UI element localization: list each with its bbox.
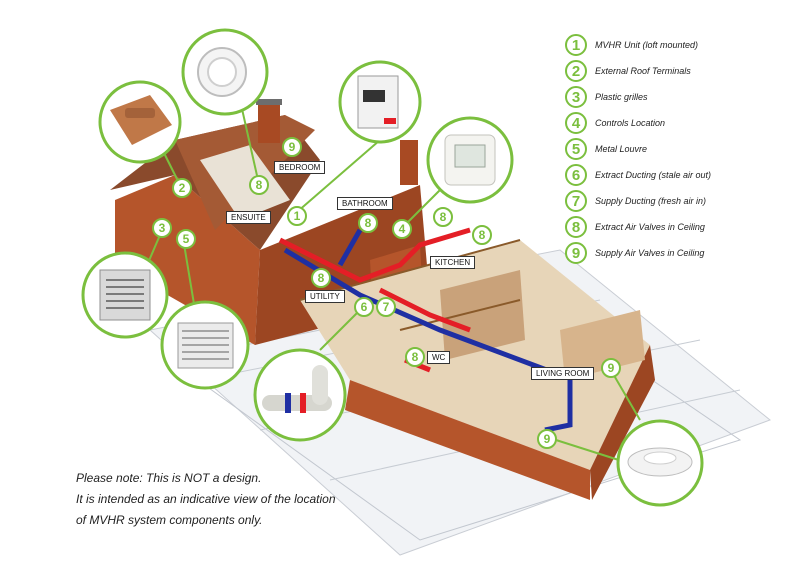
legend-label: MVHR Unit (loft mounted)	[595, 40, 699, 50]
badge-metal-louvre: 5	[176, 229, 196, 249]
badge-plastic-grille: 3	[152, 218, 172, 238]
legend-number: 9	[565, 242, 587, 264]
badge-supply-valve-living-b: 9	[537, 429, 557, 449]
legend-item: 8 Extract Air Valves in Ceiling	[565, 214, 795, 240]
room-label-bedroom: BEDROOM	[274, 161, 326, 174]
room-label-wc: WC	[427, 351, 451, 364]
badge-extract-valve-kitchen-b: 8	[472, 225, 492, 245]
badge-extract-valve-bathroom: 8	[358, 213, 378, 233]
badge-mvhr-unit: 1	[287, 206, 307, 226]
legend-number: 1	[565, 34, 587, 56]
disclaimer-note: Please note: This is NOT a design. It is…	[76, 468, 376, 531]
room-label-utility: UTILITY	[305, 290, 345, 303]
legend-item: 7 Supply Ducting (fresh air in)	[565, 188, 795, 214]
legend: 1 MVHR Unit (loft mounted) 2 External Ro…	[565, 32, 795, 266]
legend-number: 3	[565, 86, 587, 108]
legend-number: 2	[565, 60, 587, 82]
legend-item: 2 External Roof Terminals	[565, 58, 795, 84]
inset-plastic-grille	[81, 251, 169, 339]
badge-extract-ducting: 6	[354, 297, 374, 317]
badge-extract-valve-ensuite: 8	[249, 175, 269, 195]
badge-supply-valve-bedroom: 9	[282, 137, 302, 157]
legend-label: Supply Air Valves in Ceiling	[595, 248, 705, 258]
inset-mvhr-unit	[338, 60, 422, 144]
badge-roof-terminal: 2	[172, 178, 192, 198]
inset-controls	[426, 116, 514, 204]
legend-item: 3 Plastic grilles	[565, 84, 795, 110]
room-label-bathroom: BATHROOM	[337, 197, 393, 210]
room-label-ensuite: ENSUITE	[226, 211, 271, 224]
legend-number: 5	[565, 138, 587, 160]
legend-label: Plastic grilles	[595, 92, 648, 102]
badge-extract-valve-utility: 8	[311, 268, 331, 288]
badge-controls: 4	[392, 219, 412, 239]
legend-label: External Roof Terminals	[595, 66, 691, 76]
legend-number: 8	[565, 216, 587, 238]
inset-ducting	[253, 348, 347, 442]
note-line-3: of MVHR system components only.	[76, 513, 263, 527]
legend-label: Supply Ducting (fresh air in)	[595, 196, 707, 206]
note-line-2: It is intended as an indicative view of …	[76, 492, 336, 506]
legend-item: 5 Metal Louvre	[565, 136, 795, 162]
inset-roof-terminal	[98, 80, 182, 164]
legend-label: Metal Louvre	[595, 144, 648, 154]
inset-grille-valve	[181, 28, 269, 116]
legend-label: Extract Ducting (stale air out)	[595, 170, 712, 180]
legend-number: 6	[565, 164, 587, 186]
room-label-kitchen: KITCHEN	[430, 256, 476, 269]
legend-label: Extract Air Valves in Ceiling	[595, 222, 705, 232]
badge-extract-valve-kitchen-a: 8	[433, 207, 453, 227]
legend-number: 4	[565, 112, 587, 134]
legend-item: 9 Supply Air Valves in Ceiling	[565, 240, 795, 266]
badge-supply-valve-living: 9	[601, 358, 621, 378]
badge-supply-ducting: 7	[376, 297, 396, 317]
legend-item: 1 MVHR Unit (loft mounted)	[565, 32, 795, 58]
badge-extract-valve-wc: 8	[405, 347, 425, 367]
inset-metal-louvre	[160, 300, 250, 390]
legend-number: 7	[565, 190, 587, 212]
inset-supply-valve	[616, 419, 704, 507]
legend-item: 6 Extract Ducting (stale air out)	[565, 162, 795, 188]
room-label-living-room: LIVING ROOM	[531, 367, 595, 380]
note-line-1: Please note: This is NOT a design.	[76, 471, 262, 485]
legend-item: 4 Controls Location	[565, 110, 795, 136]
legend-label: Controls Location	[595, 118, 666, 128]
